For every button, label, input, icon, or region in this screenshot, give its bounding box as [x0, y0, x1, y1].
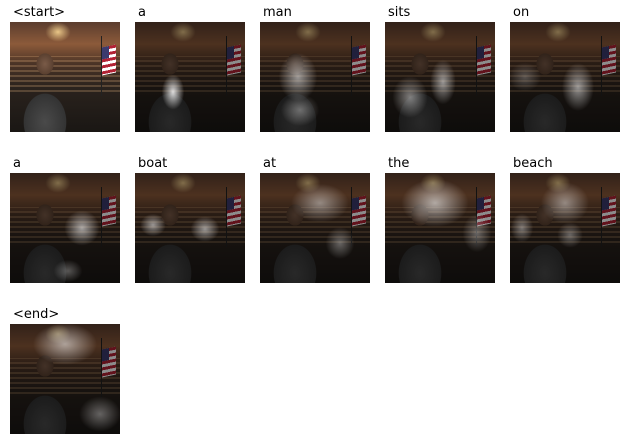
word-label: a: [10, 154, 24, 173]
attention-frame: at: [260, 154, 370, 284]
word-label: boat: [135, 154, 171, 173]
attention-image: [510, 22, 620, 132]
attention-image: [135, 173, 245, 283]
attention-heatmap: [385, 173, 495, 283]
attention-image: [135, 22, 245, 132]
attention-heatmap: [135, 22, 245, 132]
attention-heatmap: [385, 22, 495, 132]
attention-image: [385, 173, 495, 283]
word-label: sits: [385, 3, 414, 22]
word-label: a: [135, 3, 149, 22]
attention-frame: <end>: [10, 305, 120, 435]
attention-heatmap: [510, 22, 620, 132]
attention-image: [10, 22, 120, 132]
word-label: beach: [510, 154, 556, 173]
attention-heatmap: [260, 173, 370, 283]
attention-frame: a: [135, 3, 245, 133]
attention-frame: sits: [385, 3, 495, 133]
word-label: <end>: [10, 305, 63, 324]
attention-image: [10, 324, 120, 434]
attention-heatmap: [10, 173, 120, 283]
attention-image: [260, 22, 370, 132]
word-label: at: [260, 154, 280, 173]
attention-image: [10, 173, 120, 283]
attention-heatmap: [260, 22, 370, 132]
attention-image: [260, 173, 370, 283]
attention-frame: man: [260, 3, 370, 133]
attention-image: [385, 22, 495, 132]
attention-frame: boat: [135, 154, 245, 284]
attention-heatmap: [10, 324, 120, 434]
attention-frame: the: [385, 154, 495, 284]
attention-heatmap: [10, 22, 120, 132]
word-label: the: [385, 154, 413, 173]
attention-frame: beach: [510, 154, 620, 284]
attention-heatmap: [510, 173, 620, 283]
attention-frame: on: [510, 3, 620, 133]
word-label: <start>: [10, 3, 69, 22]
word-label: man: [260, 3, 295, 22]
attention-frame: a: [10, 154, 120, 284]
attention-heatmap: [135, 173, 245, 283]
word-label: on: [510, 3, 533, 22]
attention-frame: <start>: [10, 3, 120, 133]
attention-image: [510, 173, 620, 283]
